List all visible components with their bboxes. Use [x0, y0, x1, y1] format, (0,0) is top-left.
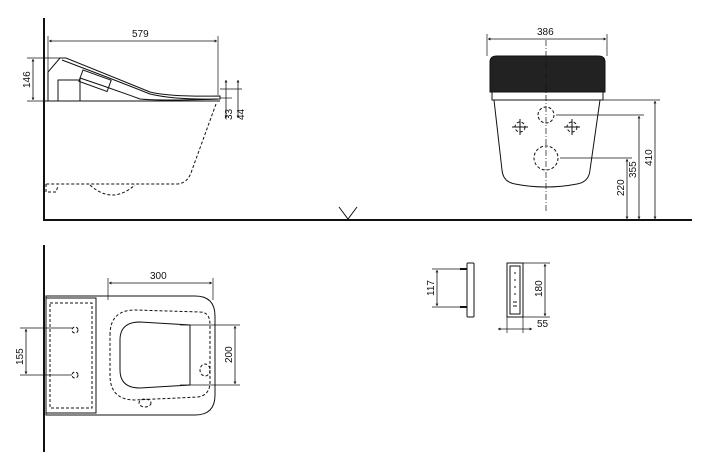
dim-label-300: 300 [150, 271, 167, 282]
seat-front-shape [489, 55, 606, 93]
seat-top-outline [45, 295, 216, 416]
control-panel [78, 69, 112, 93]
top-view: 300 155 200 [15, 245, 240, 452]
shower-seat-outline [47, 57, 221, 101]
dim-label-410: 410 [644, 149, 655, 166]
bowl-top-hidden [109, 309, 211, 401]
seat-hinge-block [57, 79, 81, 102]
bowl-opening [119, 321, 191, 389]
dim-label-180: 180 [534, 280, 545, 297]
dim-label-44: 44 [236, 108, 247, 120]
dim-label-386: 386 [537, 27, 554, 38]
trap-hidden-outline [89, 184, 136, 196]
floor-level-marker [338, 206, 358, 220]
front-view: 386 220 355 410 [486, 27, 660, 219]
dim-label-579: 579 [132, 29, 149, 40]
side-view: 579 146 33 44 [22, 18, 692, 221]
bowl-front-outline [493, 99, 601, 188]
dim-label-220: 220 [616, 179, 627, 196]
hinge-area [45, 297, 97, 414]
outlet-hole [533, 145, 559, 171]
dim-label-55: 55 [537, 319, 549, 330]
dim-label-355: 355 [628, 161, 639, 178]
dim-label-146: 146 [22, 71, 33, 88]
dim-label-33: 33 [224, 108, 235, 120]
remote-side-view [466, 262, 475, 318]
remote-control-views: 117 180 55 [426, 262, 550, 333]
bowl-hidden-outline [45, 103, 217, 193]
dim-label-117: 117 [426, 280, 437, 296]
seat-base-front [491, 91, 604, 101]
inlet-hole [537, 106, 555, 124]
dim-label-155: 155 [15, 348, 26, 365]
dim-label-200: 200 [224, 346, 235, 363]
remote-front-view [506, 262, 524, 318]
